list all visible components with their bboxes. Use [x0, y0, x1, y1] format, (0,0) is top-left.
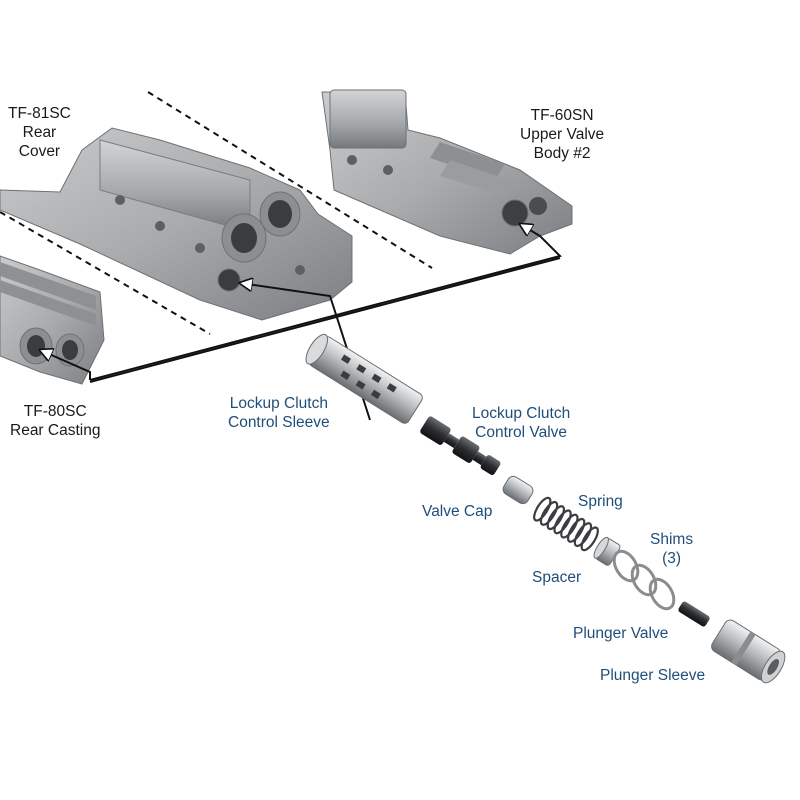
- label-line: Body #2: [533, 145, 591, 162]
- label-line: Spring: [578, 493, 623, 510]
- label-line: Control Sleeve: [228, 414, 330, 431]
- label-line: Control Valve: [475, 424, 568, 441]
- label-spring: Spring: [578, 492, 623, 511]
- label-line: Rear: [22, 124, 57, 141]
- shims-part: [612, 549, 676, 611]
- label-line: (3): [662, 550, 682, 567]
- plunger-valve-part: [678, 601, 710, 627]
- leader-to-tf80sc: [40, 350, 91, 380]
- label-tf60sn-upper-valve-body: TF-60SN Upper Valve Body #2: [520, 106, 604, 163]
- label-line: Lockup Clutch: [229, 395, 328, 412]
- label-line: Lockup Clutch: [472, 405, 571, 422]
- label-spacer: Spacer: [532, 568, 581, 587]
- label-control-valve: Lockup Clutch Control Valve: [472, 404, 570, 442]
- label-line: Spacer: [532, 569, 582, 586]
- label-tf81sc-rear-cover: TF-81SC Rear Cover: [8, 104, 71, 161]
- label-tf80sc-rear-casting: TF-80SC Rear Casting: [10, 402, 100, 440]
- label-control-sleeve: Lockup Clutch Control Sleeve: [228, 394, 330, 432]
- label-line: Upper Valve: [520, 126, 605, 143]
- tf81sc-rear-cover-casting: [0, 127, 353, 321]
- tf80sc-bore-hole: [27, 335, 45, 357]
- label-line: TF-60SN: [530, 107, 594, 124]
- plunger-sleeve-part: [711, 619, 786, 684]
- label-line: Shims: [650, 531, 694, 548]
- label-line: Valve Cap: [422, 503, 493, 520]
- label-line: Plunger Valve: [573, 625, 669, 642]
- label-line: TF-81SC: [8, 105, 71, 122]
- label-plunger-sleeve: Plunger Sleeve: [600, 666, 705, 685]
- tf60sn-tower: [329, 89, 407, 149]
- label-shims: Shims (3): [650, 530, 693, 568]
- control-sleeve-part: [305, 333, 423, 424]
- tf60sn-bore-hole: [501, 199, 529, 227]
- label-line: Cover: [18, 143, 61, 160]
- label-plunger-valve: Plunger Valve: [573, 624, 668, 643]
- label-valve-cap: Valve Cap: [422, 502, 492, 521]
- spring-part: [533, 496, 599, 552]
- valve-cap-part: [502, 475, 534, 505]
- label-line: Rear Casting: [10, 422, 101, 439]
- leader-to-tf60sn: [89, 224, 562, 381]
- dashed-line-lower: [0, 211, 211, 335]
- dashed-separators: [0, 91, 433, 335]
- control-valve-part: [420, 416, 501, 475]
- tf81sc-bore-hole: [217, 268, 241, 292]
- tf60sn-upper-valve-body-casting: [321, 89, 573, 255]
- tf80sc-rear-casting: [0, 255, 105, 385]
- label-line: Plunger Sleeve: [600, 667, 706, 684]
- dashed-line-upper: [147, 91, 433, 269]
- label-line: TF-80SC: [23, 403, 87, 420]
